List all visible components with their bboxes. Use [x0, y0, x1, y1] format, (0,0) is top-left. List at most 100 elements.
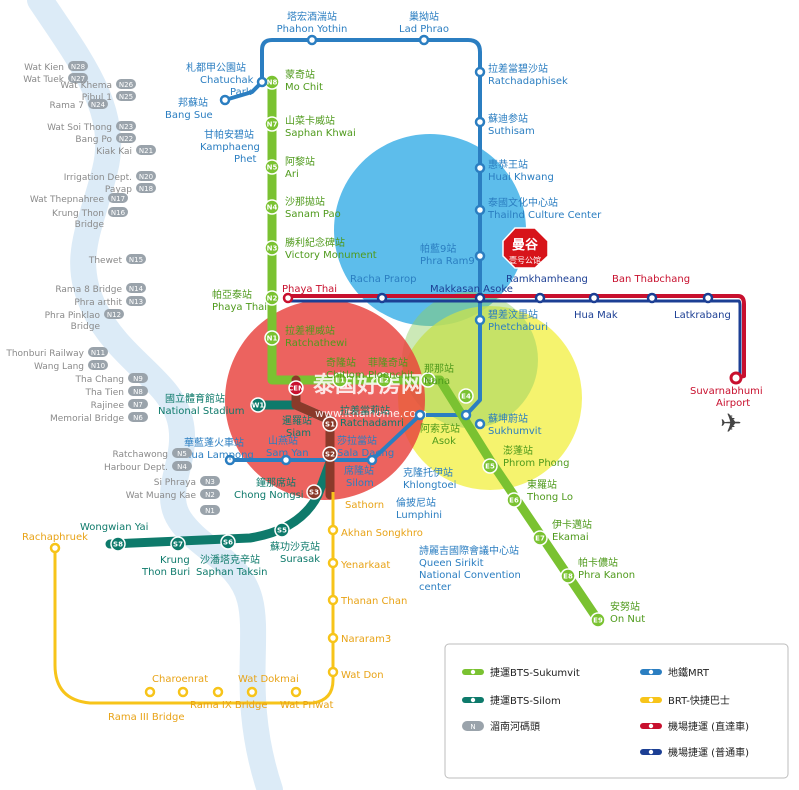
station-dot[interactable] — [474, 116, 486, 128]
station-dot[interactable] — [327, 524, 339, 536]
station-node[interactable]: E9 — [590, 612, 606, 628]
station-dot[interactable] — [282, 292, 294, 304]
station-dot[interactable] — [474, 162, 486, 174]
station-dot[interactable] — [212, 686, 224, 698]
pier-name: Wat Thepnahree — [30, 195, 105, 205]
station-dot[interactable] — [366, 454, 378, 466]
station-dot[interactable] — [414, 409, 426, 421]
station-dot[interactable] — [224, 454, 236, 466]
station-dot[interactable] — [474, 418, 486, 430]
station-node[interactable]: S6 — [220, 534, 236, 550]
station-dot[interactable] — [327, 594, 339, 606]
station-dot[interactable] — [418, 34, 430, 46]
station-dot[interactable] — [474, 314, 486, 326]
station-dot[interactable] — [327, 557, 339, 569]
station-node[interactable]: E5 — [482, 458, 498, 474]
station-node[interactable]: CEN — [288, 380, 304, 396]
station-node[interactable]: S2 — [322, 446, 338, 462]
river-pier[interactable]: N1 — [200, 505, 220, 515]
station-dot[interactable] — [702, 292, 714, 304]
station-dot[interactable] — [474, 204, 486, 216]
station-dot[interactable] — [177, 686, 189, 698]
station-dot[interactable] — [256, 76, 268, 88]
station-node[interactable]: S3 — [306, 484, 322, 500]
station-dot[interactable] — [219, 94, 231, 106]
station-dot[interactable] — [327, 632, 339, 644]
station-node[interactable]: E1 — [332, 372, 348, 388]
station-node[interactable]: E2 — [376, 372, 392, 388]
station-dot[interactable] — [327, 666, 339, 678]
station-dot[interactable] — [280, 454, 292, 466]
station-dot[interactable] — [460, 409, 472, 421]
arl-label: Hua Mak — [574, 310, 618, 321]
station-dot[interactable] — [588, 292, 600, 304]
station-dot[interactable] — [144, 686, 156, 698]
station-zh: 澎蓬站 — [503, 444, 533, 457]
station-dot[interactable] — [474, 292, 486, 304]
station-node[interactable]: S1 — [322, 416, 338, 432]
pier-name: Memorial Bridge — [50, 414, 124, 424]
station-node[interactable]: N5 — [264, 159, 280, 175]
station-node[interactable]: N1 — [264, 330, 280, 346]
station-node[interactable]: S8 — [110, 536, 126, 552]
station-zh: 塔宏酒湍站 — [287, 10, 337, 23]
station-dot[interactable] — [534, 292, 546, 304]
station-node[interactable]: N7 — [264, 116, 280, 132]
station-node[interactable]: E8 — [560, 568, 576, 584]
pier-name: Bridge — [75, 220, 105, 230]
station-node[interactable]: E6 — [506, 492, 522, 508]
station-node[interactable]: E3 — [420, 372, 436, 388]
station-code: S1 — [325, 421, 335, 429]
pier-name: Phra Pinklao — [45, 311, 101, 321]
station-node[interactable]: N3 — [264, 240, 280, 256]
station-node[interactable]: S7 — [170, 536, 186, 552]
station-zh: 沙那拋站 — [285, 195, 325, 208]
station-node[interactable]: N4 — [264, 199, 280, 215]
station-dot[interactable] — [290, 686, 302, 698]
station-dot[interactable] — [474, 66, 486, 78]
station-node[interactable]: E7 — [532, 530, 548, 546]
station-dot[interactable] — [306, 34, 318, 46]
station-dot[interactable] — [474, 250, 486, 262]
pier-code: N3 — [205, 478, 215, 486]
pier-name: Rama 8 Bridge — [55, 285, 122, 295]
station-dot[interactable] — [246, 686, 258, 698]
station-dot[interactable] — [376, 292, 388, 304]
airport-terminus[interactable] — [729, 371, 743, 385]
station-node[interactable]: E4 — [458, 388, 474, 404]
station-dot[interactable] — [646, 292, 658, 304]
station-node[interactable]: N2 — [264, 290, 280, 306]
station-dot[interactable] — [49, 542, 61, 554]
pier-name: Rama 7 — [50, 101, 84, 111]
brt-label: Yenarkaat — [340, 560, 390, 571]
station-node[interactable]: W1 — [250, 397, 266, 413]
station-node[interactable]: S5 — [274, 522, 290, 538]
station-en: Ekamai — [552, 532, 589, 543]
